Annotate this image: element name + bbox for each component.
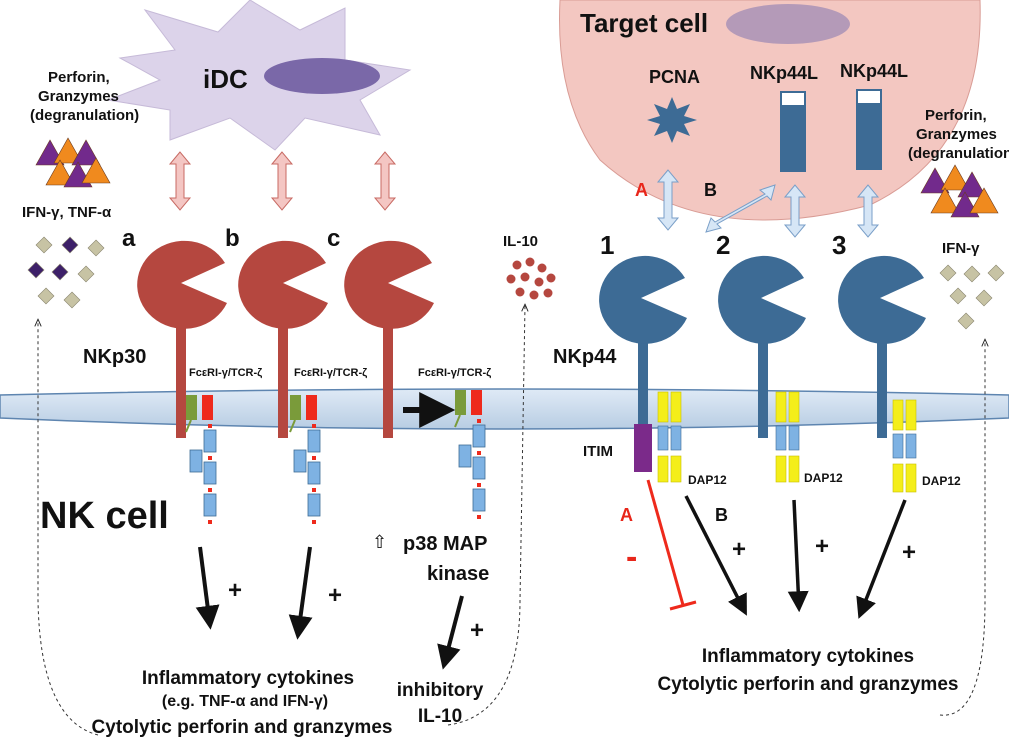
receptor-a-label: a: [122, 225, 136, 252]
fc-label-3: FcεRI-γ/TCR-ζ: [418, 367, 491, 379]
nkp44l-ligand-2: [856, 89, 882, 170]
activation-arrows-right: [684, 495, 907, 619]
nkp44-receptor-1: [599, 255, 687, 440]
svg-text:(degranulation): (degranulation): [30, 107, 139, 124]
itim-inhibition-line: [646, 479, 685, 606]
adaptor-chain-c: [454, 390, 486, 519]
svg-text:Perforin,: Perforin,: [925, 107, 987, 124]
itim-label: ITIM: [583, 443, 613, 460]
nkp44-receptor-3: [838, 255, 926, 438]
plus-sign-1: +: [732, 536, 746, 563]
nkp44l-label-2: NKp44L: [840, 61, 908, 81]
granule-triangles-left: [35, 137, 111, 188]
nkp30-receptor-c: [344, 240, 434, 438]
svg-text:Cytolytic perforin and granzym: Cytolytic perforin and granzymes: [658, 674, 959, 695]
target-cell-nucleus: [726, 4, 850, 44]
perforin-text-left: Perforin, Granzymes (degranulation): [30, 69, 139, 124]
dap12-3: [892, 399, 917, 493]
nkp44l-ligand-1: [780, 91, 806, 172]
right-outcome-text: Inflammatory cytokines Cytolytic perfori…: [658, 646, 959, 695]
nkp30-receptor-b: [238, 240, 328, 438]
svg-text:Granzymes: Granzymes: [916, 126, 997, 143]
minus-sign: -: [626, 538, 637, 576]
granule-triangles-right: [920, 164, 999, 218]
svg-text:Perforin,: Perforin,: [48, 69, 110, 86]
path-a-label: A: [620, 505, 633, 525]
receptor-1-label: 1: [600, 230, 614, 260]
mid-outcome-text: inhibitory IL-10: [397, 680, 484, 727]
p38-label: p38 MAP kinase: [403, 533, 489, 585]
fc-label-1: FcεRI-γ/TCR-ζ: [189, 367, 262, 379]
ifn-tnf-label: IFN-γ, TNF-α: [22, 204, 112, 221]
plus-sign-3: +: [902, 539, 916, 566]
interaction-a-label: A: [635, 180, 648, 200]
il10-label: IL-10: [503, 233, 538, 250]
fc-label-2: FcεRI-γ/TCR-ζ: [294, 367, 367, 379]
cytokine-diamonds-right: [939, 264, 1005, 330]
dap12-label-2: DAP12: [804, 471, 843, 485]
receptor-2-label: 2: [716, 230, 730, 260]
adaptor-chain-b: [289, 395, 321, 524]
adaptor-chain-a: [185, 395, 217, 524]
il10-dots: [506, 257, 556, 300]
idc-cell: [106, 0, 412, 151]
cell-membrane: [0, 388, 1009, 430]
svg-text:Granzymes: Granzymes: [38, 88, 119, 105]
cytokine-diamonds-left: [27, 236, 105, 309]
svg-text:IL-10: IL-10: [418, 706, 462, 727]
ifn-right-label: IFN-γ: [942, 240, 980, 257]
dap12-label-1: DAP12: [688, 473, 727, 487]
dap12-label-3: DAP12: [922, 474, 961, 488]
plus-sign-b: +: [328, 582, 342, 609]
receptor-b-label: b: [225, 225, 240, 252]
svg-text:(degranulation): (degranulation): [908, 145, 1009, 162]
feedback-dashed-left: [38, 320, 99, 736]
plus-sign-a: +: [228, 577, 242, 604]
plus-sign-2: +: [815, 533, 829, 560]
activation-arrows-left: [195, 546, 464, 670]
nkp44-receptor-2: [718, 255, 806, 438]
itim-domain: [634, 424, 652, 472]
nk-cell-label: NK cell: [40, 495, 169, 537]
dap12-2: [775, 391, 800, 483]
svg-text:p38 MAP: p38 MAP: [403, 533, 487, 555]
idc-nkp30-arrows: [168, 151, 397, 211]
perforin-text-right: Perforin, Granzymes (degranulation): [908, 107, 1009, 162]
svg-text:Cytolytic perforin and granzym: Cytolytic perforin and granzymes: [92, 717, 393, 738]
svg-text:inhibitory: inhibitory: [397, 680, 484, 701]
pcna-star-icon: [647, 97, 697, 143]
plus-sign-c: +: [470, 617, 484, 644]
svg-text:Inflammatory cytokines: Inflammatory cytokines: [702, 646, 914, 667]
itim-inhibition-bar: [669, 600, 697, 611]
svg-text:kinase: kinase: [427, 563, 489, 585]
nkp30-receptor-a: [137, 240, 227, 438]
interaction-b-label: B: [704, 180, 717, 200]
nkp44l-label-1: NKp44L: [750, 63, 818, 83]
nkp44-label: NKp44: [553, 346, 617, 368]
left-outcome-text: Inflammatory cytokines (e.g. TNF-α and I…: [92, 668, 393, 738]
idc-label: iDC: [203, 64, 248, 94]
up-arrow-icon: ⇧: [372, 532, 387, 552]
path-b-label: B: [715, 505, 728, 525]
svg-text:(e.g. TNF-α and IFN-γ): (e.g. TNF-α and IFN-γ): [162, 693, 328, 710]
idc-nucleus: [264, 58, 380, 94]
svg-text:Inflammatory cytokines: Inflammatory cytokines: [142, 668, 354, 689]
target-cell-label: Target cell: [580, 8, 708, 38]
receptor-3-label: 3: [832, 230, 846, 260]
nkp30-label: NKp30: [83, 346, 146, 368]
feedback-dashed-mid: [447, 305, 525, 726]
target-nkp44-arrows: [656, 169, 880, 238]
receptor-c-label: c: [327, 225, 340, 252]
pcna-label: PCNA: [649, 67, 700, 87]
dap12-1: [657, 391, 682, 483]
